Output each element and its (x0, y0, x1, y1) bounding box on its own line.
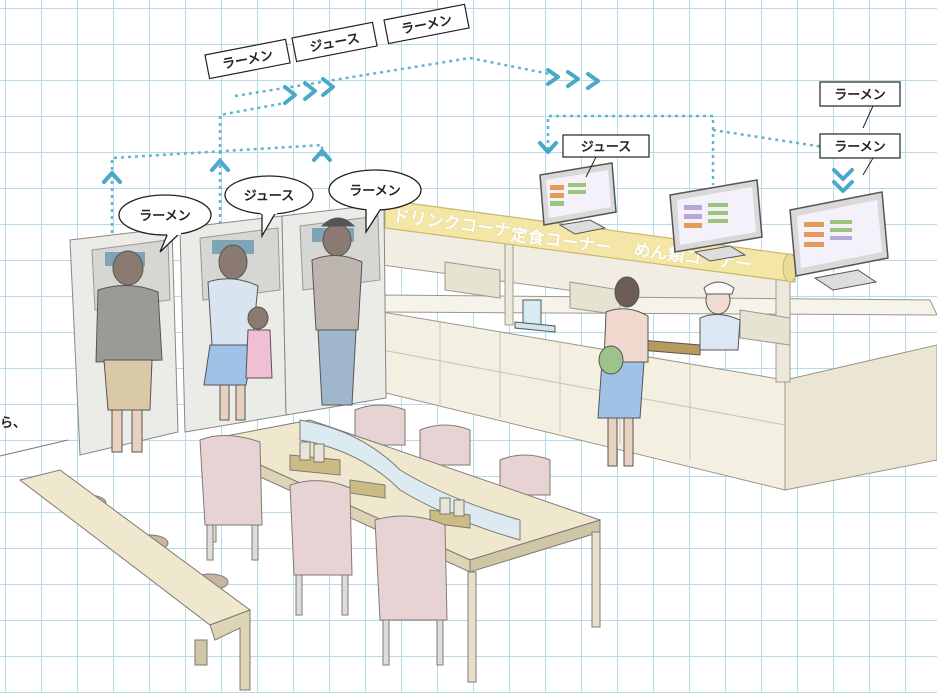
up-arrow-icon (312, 149, 332, 162)
right-arrow-icon (283, 85, 297, 105)
down-arrow-icon (538, 141, 558, 154)
order-flow-lines (110, 56, 844, 245)
speech-bubble-right: ラーメン (328, 169, 422, 235)
monitor-set-meal (669, 179, 763, 262)
speech-bubbles: ラーメン ジュース ラーメン (118, 169, 422, 253)
speech-text-middle: ジュース (244, 189, 294, 204)
speech-text-left: ラーメン (139, 209, 190, 224)
right-arrow-icon (586, 72, 600, 90)
right-arrow-icon (303, 81, 317, 101)
monitor-drink (539, 162, 617, 235)
speech-text-right: ラーメン (349, 184, 400, 199)
cropped-caption: ら、 (0, 416, 26, 431)
kitchen-monitors (539, 162, 889, 291)
up-arrow-icon (102, 171, 122, 184)
right-arrow-icon (321, 77, 335, 97)
monitor-label-drink: ジュース (581, 140, 631, 155)
speech-bubble-middle: ジュース (224, 175, 314, 239)
monitor-label-noodle-top: ラーメン (834, 88, 885, 103)
up-arrow-icon (210, 159, 230, 172)
down-arrow-icon (832, 180, 854, 193)
down-arrow-icon (832, 168, 854, 181)
bench-table (18, 469, 252, 691)
monitor-label-noodle-bottom: ラーメン (834, 140, 885, 155)
order-tags: ラーメン ジュース ラーメン (204, 3, 470, 80)
customers (95, 217, 741, 467)
speech-bubble-left: ラーメン (118, 194, 212, 253)
right-arrow-icon (566, 70, 580, 88)
monitor-labels: ジュース ラーメン ラーメン (562, 81, 901, 178)
flow-arrows (102, 68, 854, 193)
monitor-noodle (789, 191, 889, 291)
dining-area (199, 404, 602, 683)
right-arrow-icon (546, 68, 560, 86)
